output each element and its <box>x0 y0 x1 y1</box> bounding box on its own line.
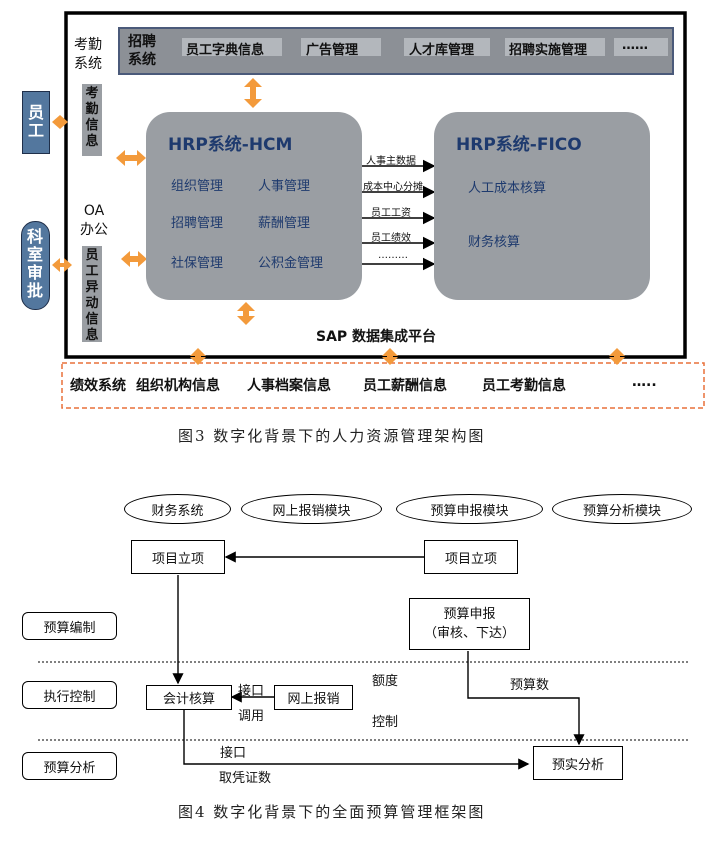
fico-item-labor: 人工成本核算 <box>468 181 547 196</box>
hcm-title: HRP系统-HCM <box>168 135 293 155</box>
bottom-item-org: 组织机构信息 <box>136 378 220 394</box>
pill-online-reimburse: 网上报销模块 <box>241 494 382 524</box>
hcm-item-social: 社保管理 <box>171 256 224 271</box>
hcm-box <box>146 112 362 300</box>
hcm-item-org: 组织管理 <box>171 179 224 194</box>
kaoqin-system-label: 考勤 系统 <box>74 37 102 72</box>
phase-budget-analysis: 预算分析 <box>22 752 117 780</box>
voucher-label: 取凭证数 <box>219 771 272 786</box>
recruit-item-more: …… <box>622 38 648 53</box>
bottom-item-more: ….. <box>632 374 657 390</box>
budget-vs-actual-box: 预实分析 <box>533 746 623 780</box>
hcm-item-recruit: 招聘管理 <box>171 216 224 231</box>
hcm-item-fund: 公积金管理 <box>258 256 324 271</box>
sap-platform-label: SAP 数据集成平台 <box>316 329 437 345</box>
recruit-item-dict: 员工字典信息 <box>186 43 265 58</box>
flow-arrows <box>353 159 436 271</box>
fico-title: HRP系统-FICO <box>456 135 582 155</box>
bottom-item-archive: 人事档案信息 <box>247 378 331 394</box>
employee-box <box>22 91 50 154</box>
control-label: 控制 <box>372 715 399 730</box>
figure-3-lines <box>52 11 705 409</box>
bottom-item-attend: 员工考勤信息 <box>482 378 566 394</box>
hcm-item-salary: 薪酬管理 <box>258 216 311 231</box>
recruit-item-talent: 人才库管理 <box>409 43 475 58</box>
bottom-dashed-frame <box>61 362 705 409</box>
dept-approval-label: 科室审批 <box>26 227 43 300</box>
budget-amount-label: 预算数 <box>510 678 550 693</box>
budget-declare-box: 预算申报 （审核、下达） <box>409 598 530 650</box>
attendance-info-label: 考勤信息 <box>85 86 99 149</box>
project-approval-right: 项目立项 <box>424 540 518 574</box>
pill-budget-analysis: 预算分析模块 <box>552 494 692 524</box>
bottom-item-perf: 绩效系统 <box>70 378 126 394</box>
flow-label-perf: 员工绩效 <box>371 233 411 244</box>
accounting-box: 会计核算 <box>146 685 232 710</box>
flow-label-wage: 员工工资 <box>371 208 411 219</box>
fico-item-finance: 财务核算 <box>468 235 521 250</box>
oa-label: OA 办公 <box>80 203 108 238</box>
recruitment-system-label: 招聘 系统 <box>128 34 156 68</box>
change-info-box <box>82 246 102 342</box>
pill-finance-system: 财务系统 <box>124 494 231 524</box>
dept-approval-oval <box>21 221 50 310</box>
recruit-item-impl: 招聘实施管理 <box>509 43 588 58</box>
orange-arrows <box>52 78 625 365</box>
flow-label-more: ……… <box>378 250 408 261</box>
recruit-item-ad: 广告管理 <box>306 43 359 58</box>
outer-frame <box>64 11 687 359</box>
change-info-label: 员工异动信息 <box>85 248 99 343</box>
interface-label-2: 接口 <box>220 746 247 761</box>
figure-4-caption: 图4 数字化背景下的全面预算管理框架图 <box>178 803 486 821</box>
flow-label-master: 人事主数据 <box>366 156 416 167</box>
attendance-info-box <box>82 84 102 156</box>
hcm-item-personnel: 人事管理 <box>258 179 311 194</box>
flow-label-cost: 成本中心分摊 <box>363 182 423 193</box>
project-approval-left: 项目立项 <box>131 540 225 574</box>
figure-3-caption: 图3 数字化背景下的人力资源管理架构图 <box>178 427 486 445</box>
fico-box <box>434 112 650 300</box>
employee-label: 员工 <box>27 103 44 140</box>
interface-label-1: 接口 <box>238 684 265 699</box>
pill-budget-declare: 预算申报模块 <box>396 494 543 524</box>
quota-label: 额度 <box>372 674 399 689</box>
invoke-label: 调用 <box>238 709 265 724</box>
online-reimburse-box: 网上报销 <box>274 685 353 710</box>
phase-exec-control: 执行控制 <box>22 681 117 709</box>
bottom-item-pay: 员工薪酬信息 <box>363 378 447 394</box>
phase-budget-compile: 预算编制 <box>22 612 117 640</box>
